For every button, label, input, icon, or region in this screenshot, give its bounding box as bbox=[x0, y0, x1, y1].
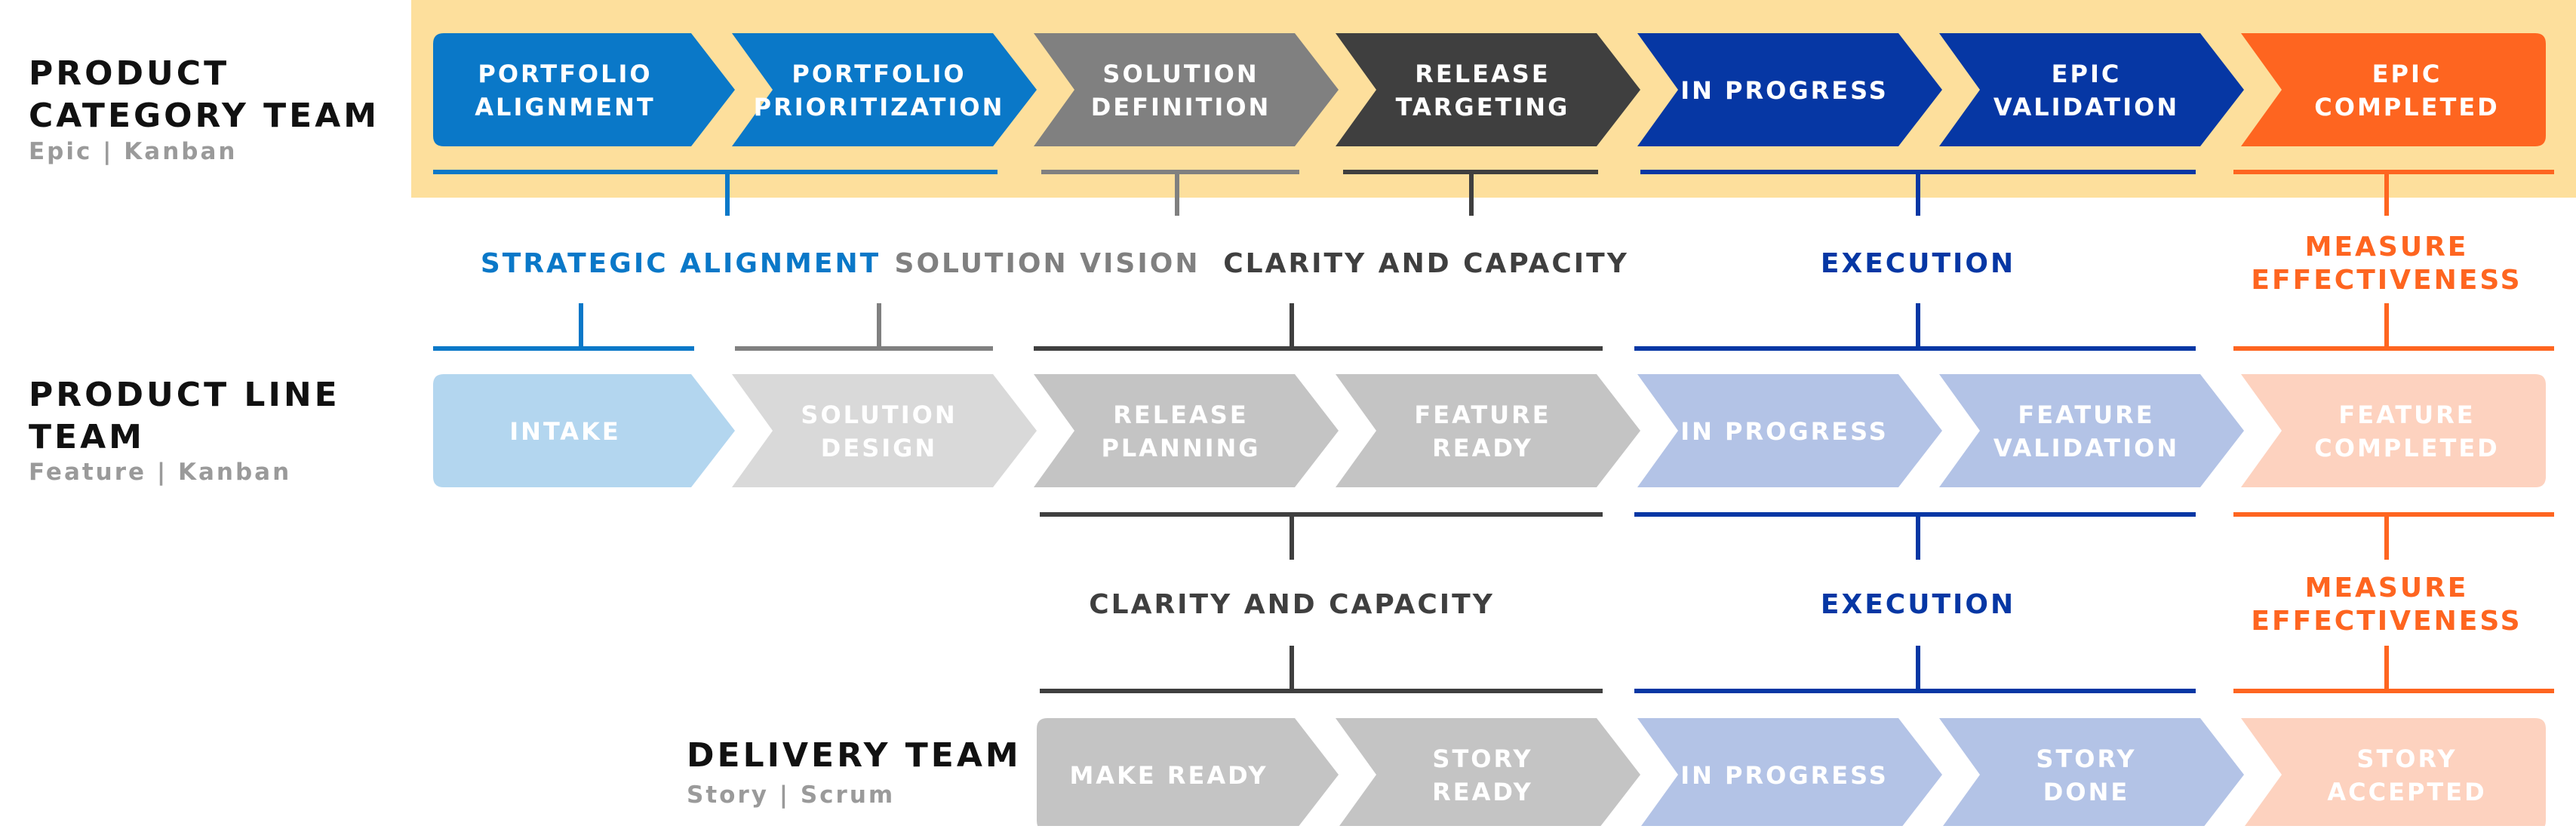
team-sub-product-category: Epic | Kanban bbox=[29, 138, 238, 165]
feature-stage-in-progress bbox=[1637, 374, 1942, 487]
feature-stage-intake bbox=[433, 374, 735, 487]
epic-stage-label-in-progress: IN PROGRESS bbox=[1680, 76, 1889, 105]
epic-stage-portfolio-alignment bbox=[433, 33, 735, 146]
team-sub-product-line: Feature | Kanban bbox=[29, 459, 292, 486]
feature-stage-solution-design bbox=[732, 374, 1037, 487]
feature-stage-label-intake: INTAKE bbox=[509, 417, 620, 446]
epic-stage-in-progress bbox=[1637, 33, 1942, 146]
epic-stage-portfolio-prioritization bbox=[732, 33, 1037, 146]
phase-label-lower-clarity-and-capacity: CLARITY AND CAPACITY bbox=[1089, 589, 1495, 620]
team-name-delivery: DELIVERY TEAM bbox=[687, 736, 1022, 775]
story-stage-make-ready bbox=[1037, 718, 1339, 829]
feature-stage-feature-completed bbox=[2241, 374, 2546, 487]
phase-label-execution: EXECUTION bbox=[1821, 248, 2015, 279]
story-stage-in-progress bbox=[1637, 718, 1942, 829]
phase-label-solution-vision: SOLUTION VISION bbox=[895, 248, 1200, 279]
team-name-product-line: PRODUCT LINE TEAM bbox=[29, 376, 340, 456]
story-stage-story-done bbox=[1939, 718, 2244, 829]
epic-stage-release-targeting bbox=[1336, 33, 1640, 146]
feature-stage-release-planning bbox=[1034, 374, 1339, 487]
phase-label-strategic-alignment: STRATEGIC ALIGNMENT bbox=[481, 248, 881, 279]
feature-stage-label-in-progress: IN PROGRESS bbox=[1680, 417, 1889, 446]
story-stage-label-make-ready: MAKE READY bbox=[1069, 761, 1268, 790]
feature-stage-feature-ready bbox=[1336, 374, 1640, 487]
epic-stage-solution-definition bbox=[1034, 33, 1339, 146]
epic-stage-epic-completed bbox=[2241, 33, 2546, 146]
story-stage-story-accepted bbox=[2241, 718, 2546, 829]
story-stage-story-ready bbox=[1336, 718, 1640, 829]
phase-label-lower-execution: EXECUTION bbox=[1821, 589, 2015, 620]
team-name-product-category: PRODUCT CATEGORY TEAM bbox=[29, 54, 380, 135]
phase-label-clarity-and-capacity: CLARITY AND CAPACITY bbox=[1223, 248, 1629, 279]
feature-stage-feature-validation bbox=[1939, 374, 2244, 487]
epic-stage-epic-validation bbox=[1939, 33, 2244, 146]
team-sub-delivery: Story | Scrum bbox=[687, 781, 896, 809]
story-stage-label-in-progress: IN PROGRESS bbox=[1680, 761, 1889, 790]
